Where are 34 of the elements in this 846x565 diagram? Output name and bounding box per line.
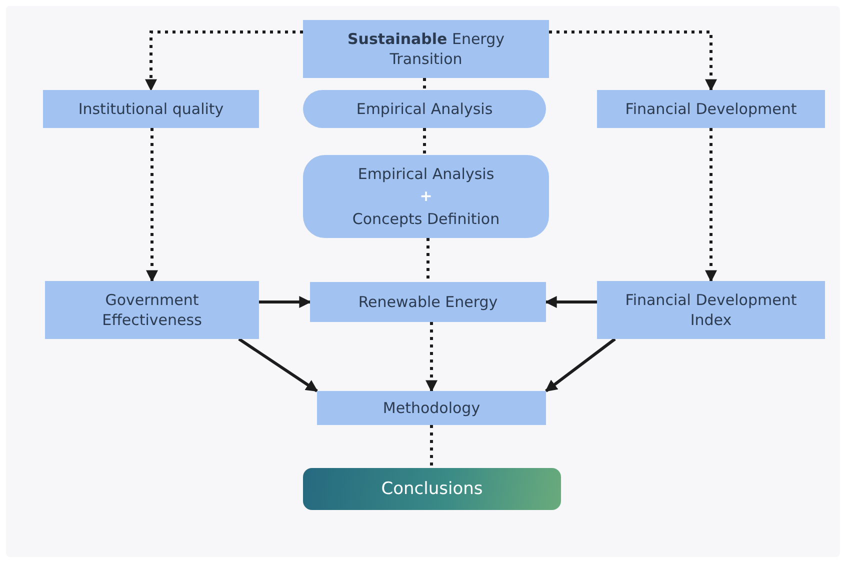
- process-box: [43, 90, 259, 128]
- process-box: [45, 281, 259, 339]
- rounded-box: [303, 155, 549, 238]
- arrow: [705, 128, 717, 282]
- node-label: Empirical Analysis: [356, 98, 493, 120]
- process-box: [597, 281, 825, 339]
- node-label: Empirical Analysis: [358, 164, 494, 184]
- node-label: Conclusions: [381, 478, 483, 500]
- node-label: Government Effectiveness: [101, 290, 203, 330]
- arrow: [544, 296, 597, 308]
- node-label: Methodology: [382, 398, 480, 418]
- node-label: Renewable Energy: [358, 292, 498, 312]
- conclusion-box: [303, 468, 561, 510]
- node-label: Institutional quality: [78, 98, 224, 120]
- node-label: Concepts Definition: [352, 208, 500, 229]
- pill-box: [303, 90, 546, 128]
- process-box: [317, 391, 546, 425]
- process-box: [597, 90, 825, 128]
- process-box: [310, 282, 546, 322]
- arrow: [145, 30, 303, 92]
- node-label: Financial Development: [625, 98, 797, 120]
- connector-line: [423, 78, 426, 90]
- connector-line: [423, 128, 426, 155]
- arrow: [146, 128, 158, 282]
- plus-sign: +: [420, 186, 432, 207]
- arrow: [426, 322, 438, 392]
- node-label: Financial Development Index: [624, 290, 798, 330]
- node-label: Sustainable Energy Transition: [346, 28, 506, 70]
- connector-line: [430, 425, 433, 468]
- process-box: [303, 20, 549, 78]
- arrow: [545, 338, 616, 392]
- arrow: [549, 30, 717, 92]
- arrow: [259, 296, 312, 308]
- arrow: [238, 338, 318, 392]
